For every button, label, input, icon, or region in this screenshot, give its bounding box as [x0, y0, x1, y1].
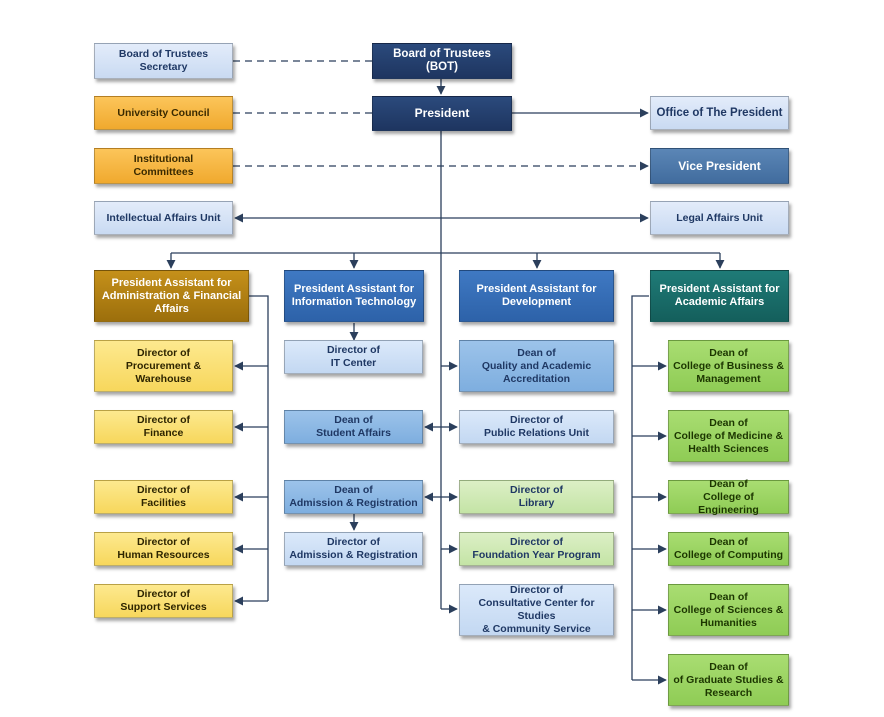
director-it-center-box[interactable]: Director of IT Center	[284, 340, 423, 374]
director-public-relations-box[interactable]: Director of Public Relations Unit	[459, 410, 614, 444]
legal-affairs-box[interactable]: Legal Affairs Unit	[650, 201, 789, 235]
intellectual-affairs-box[interactable]: Intellectual Affairs Unit	[94, 201, 233, 235]
vice-president-box[interactable]: Vice President	[650, 148, 789, 184]
president-box[interactable]: President	[372, 96, 512, 131]
pa-academic-box[interactable]: President Assistant for Academic Affairs	[650, 270, 789, 322]
director-foundation-year-box[interactable]: Director of Foundation Year Program	[459, 532, 614, 566]
director-library-box[interactable]: Director of Library	[459, 480, 614, 514]
director-admission-registration-box[interactable]: Director of Admission & Registration	[284, 532, 423, 566]
dean-admission-registration-box[interactable]: Dean of Admission & Registration	[284, 480, 423, 514]
office-of-president-box[interactable]: Office of The President	[650, 96, 789, 130]
dean-engineering-box[interactable]: Dean of College of Engineering	[668, 478, 789, 516]
bot-secretary-box[interactable]: Board of Trustees Secretary	[94, 43, 233, 79]
director-finance-box[interactable]: Director of Finance	[94, 410, 233, 444]
director-hr-box[interactable]: Director of Human Resources	[94, 532, 233, 566]
dean-student-affairs-box[interactable]: Dean of Student Affairs	[284, 410, 423, 444]
director-support-services-box[interactable]: Director of Support Services	[94, 584, 233, 618]
dean-graduate-studies-box[interactable]: Dean of of Graduate Studies & Research	[668, 654, 789, 706]
dean-computing-box[interactable]: Dean of College of Computing	[668, 532, 789, 566]
institutional-committees-box[interactable]: Institutional Committees	[94, 148, 233, 184]
director-procurement-box[interactable]: Director of Procurement & Warehouse	[94, 340, 233, 392]
dean-medicine-box[interactable]: Dean of College of Medicine & Health Sci…	[668, 410, 789, 462]
bot-box[interactable]: Board of Trustees (BOT)	[372, 43, 512, 79]
dean-business-box[interactable]: Dean of College of Business & Management	[668, 340, 789, 392]
director-facilities-box[interactable]: Director of Facilities	[94, 480, 233, 514]
director-consultative-center-box[interactable]: Director of Consultative Center for Stud…	[459, 584, 614, 636]
dean-quality-accreditation-box[interactable]: Dean of Quality and Academic Accreditati…	[459, 340, 614, 392]
pa-development-box[interactable]: President Assistant for Development	[459, 270, 614, 322]
pa-admin-finance-box[interactable]: President Assistant for Administration &…	[94, 270, 249, 322]
pa-it-box[interactable]: President Assistant for Information Tech…	[284, 270, 424, 322]
university-council-box[interactable]: University Council	[94, 96, 233, 130]
dean-sciences-humanities-box[interactable]: Dean of College of Sciences & Humanities	[668, 584, 789, 636]
